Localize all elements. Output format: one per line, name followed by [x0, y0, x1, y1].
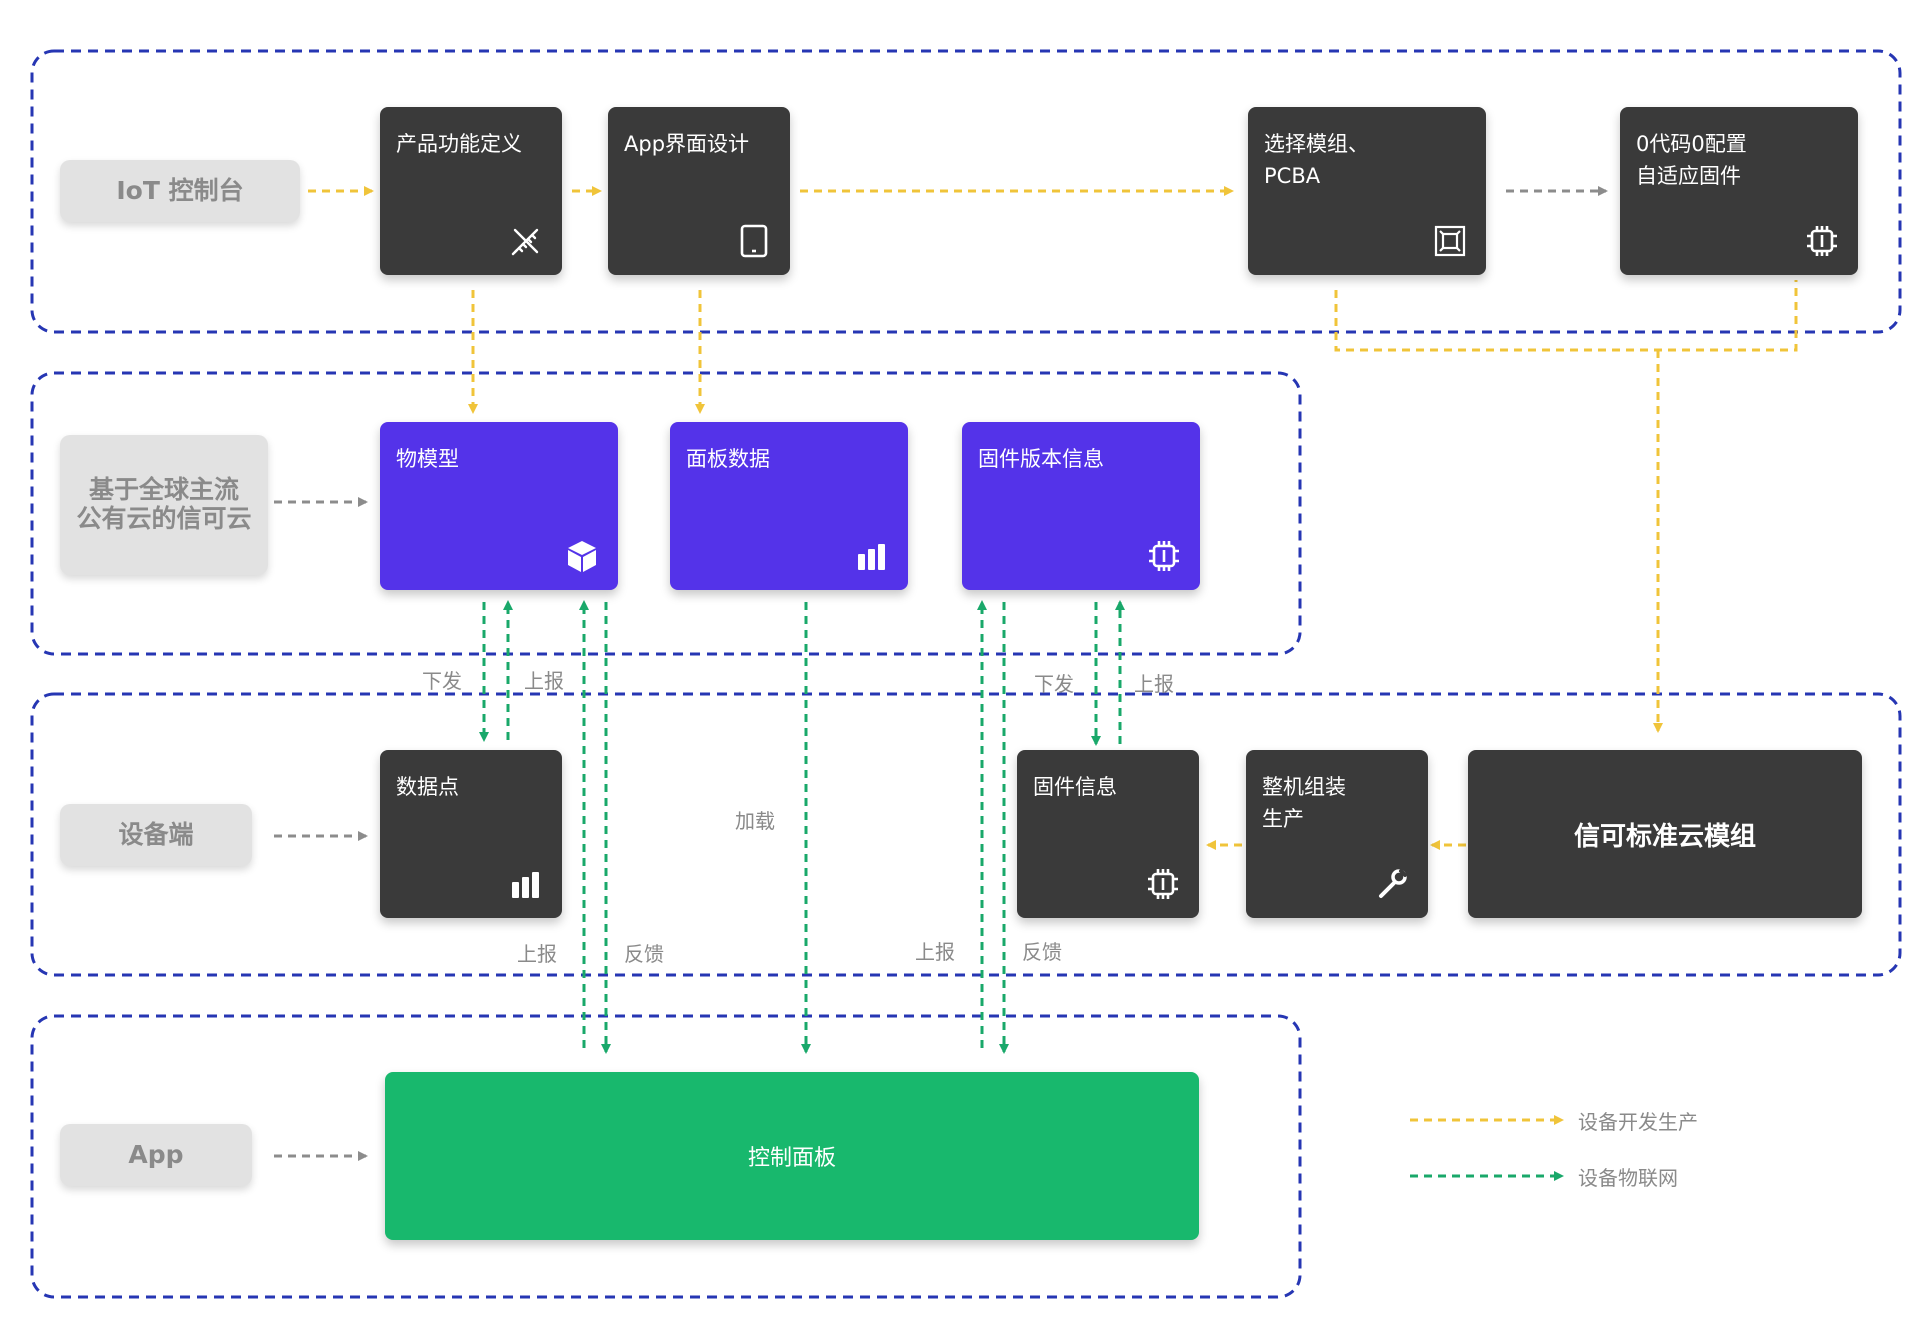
- zone-label-cloud: 基于全球主流 公有云的信可云: [60, 435, 268, 575]
- label-report-2: 上报: [915, 940, 955, 964]
- zone-console-border: [30, 49, 1902, 334]
- zone-cloud-border: [30, 371, 1302, 656]
- ruler-pencil-icon: [511, 228, 539, 256]
- box-firmware-info[interactable]: 固件信息: [1017, 750, 1199, 918]
- box-title: 固件信息: [1033, 775, 1117, 799]
- legend-dev-text: 设备开发生产: [1578, 1110, 1698, 1134]
- label-report-1: 上报: [517, 942, 557, 966]
- box-title: 选择模组、 PCBA: [1264, 132, 1369, 188]
- chip-icon: [1807, 226, 1837, 256]
- label-down-2: 下发: [1034, 672, 1074, 696]
- label-up-1: 上报: [524, 669, 564, 693]
- zone-label-console: IoT 控制台: [60, 160, 300, 222]
- box-title: 信可标准云模组: [1573, 821, 1756, 852]
- box-title: 面板数据: [686, 447, 770, 471]
- box-thing-model[interactable]: 物模型: [380, 422, 618, 590]
- label-load: 加载: [735, 809, 775, 833]
- label-feedback-2: 反馈: [1022, 940, 1062, 964]
- wrench-icon: [1379, 869, 1407, 898]
- box-module-select[interactable]: 选择模组、 PCBA: [1248, 107, 1486, 275]
- label-up-2: 上报: [1134, 672, 1174, 696]
- tablet-icon: [740, 224, 768, 258]
- bar-chart-icon: [512, 872, 539, 898]
- bar-chart-icon: [858, 544, 885, 570]
- box-title: 整机组装 生产: [1262, 775, 1346, 831]
- box-product-definition[interactable]: 产品功能定义: [380, 107, 562, 275]
- box-standard-cloud-module[interactable]: 信可标准云模组: [1468, 750, 1862, 918]
- box-title: 控制面板: [747, 1146, 836, 1171]
- zone-device-border: [30, 692, 1902, 977]
- box-control-panel[interactable]: 控制面板: [385, 1072, 1199, 1240]
- box-title: 数据点: [396, 775, 459, 799]
- box-data-point[interactable]: 数据点: [380, 750, 562, 918]
- chip-icon: [1149, 541, 1179, 571]
- box-title: 固件版本信息: [978, 447, 1104, 471]
- box-assembly-production[interactable]: 整机组装 生产: [1246, 750, 1428, 918]
- box-zero-code-firmware[interactable]: 0代码0配置 自适应固件: [1620, 107, 1858, 275]
- box-title: 物模型: [396, 447, 459, 471]
- box-title: 产品功能定义: [396, 132, 522, 156]
- box-title: 0代码0配置 自适应固件: [1636, 132, 1747, 188]
- flow-merge-module-firmware: [1334, 280, 1798, 352]
- zone-label-app: App: [60, 1124, 252, 1186]
- box-app-ui-design[interactable]: App界面设计: [608, 107, 790, 275]
- zone-app-border: [30, 1014, 1302, 1299]
- cube-icon: [568, 541, 596, 572]
- zone-label-device: 设备端: [60, 804, 252, 866]
- box-panel-data[interactable]: 面板数据: [670, 422, 908, 590]
- box-title: App界面设计: [624, 132, 750, 156]
- label-down-1: 下发: [422, 669, 462, 693]
- label-feedback-1: 反馈: [624, 942, 664, 966]
- box-firmware-version[interactable]: 固件版本信息: [962, 422, 1200, 590]
- chip-icon: [1148, 869, 1178, 899]
- legend-iot-text: 设备物联网: [1578, 1166, 1678, 1190]
- chip-board-icon: [1434, 225, 1466, 257]
